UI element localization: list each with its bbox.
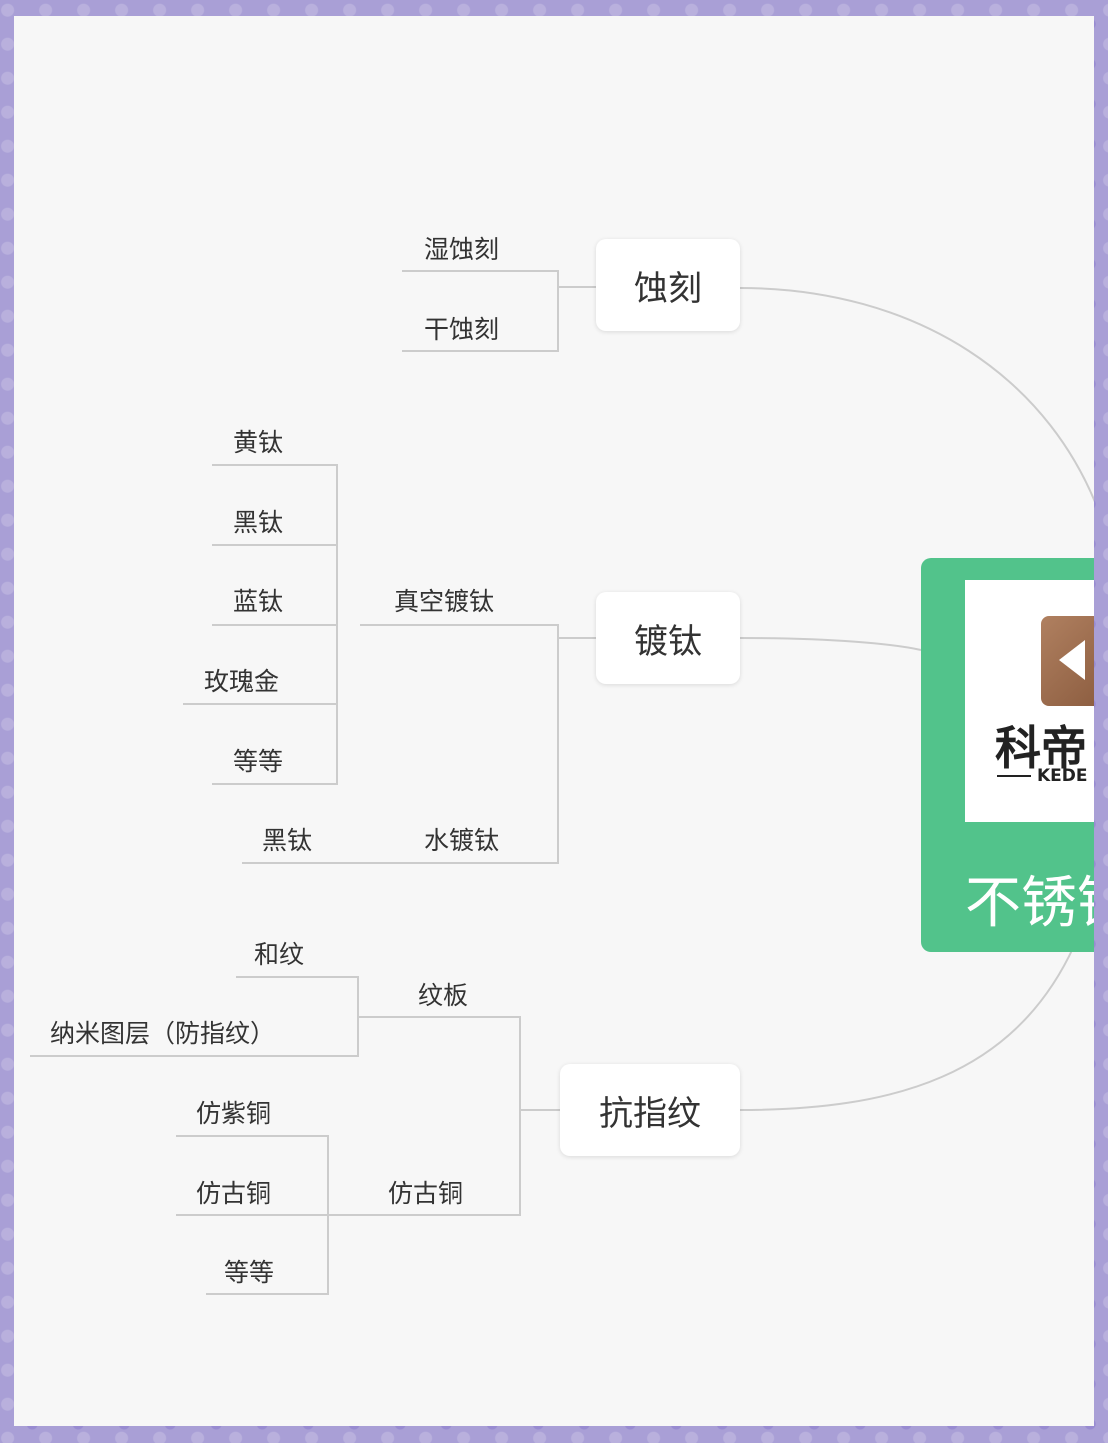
connector-antifinger-children bbox=[328, 1016, 521, 1216]
subbranch-antique-copper[interactable]: 仿古铜 bbox=[388, 1179, 464, 1208]
connector-etching-children bbox=[402, 270, 559, 352]
leaf-blue-titanium[interactable]: 蓝钛 bbox=[233, 587, 284, 616]
leaf-wet-etching[interactable]: 湿蚀刻 bbox=[424, 235, 500, 264]
connector-titanium-children bbox=[242, 624, 559, 864]
branch-node-etching[interactable]: 蚀刻 bbox=[596, 239, 740, 331]
leaf-water-black-titanium[interactable]: 黑钛 bbox=[262, 826, 313, 855]
central-topic-title: 不锈钢 bbox=[965, 871, 1094, 936]
leaf-rose-gold[interactable]: 玫瑰金 bbox=[204, 667, 280, 696]
leaf-dry-etching[interactable]: 干蚀刻 bbox=[424, 315, 500, 344]
branch-label-titanium: 镀钛 bbox=[634, 621, 702, 662]
mindmap-canvas: 蚀刻 镀钛 抗指纹 湿蚀刻 干蚀刻 真空镀钛 水镀钛 黄钛 黑钛 蓝钛 玫瑰金 … bbox=[14, 16, 1094, 1426]
connector-vacuum-children bbox=[183, 464, 338, 785]
connector-pattern-children bbox=[30, 976, 359, 1057]
leaf-nano-coating[interactable]: 纳米图层（防指纹） bbox=[50, 1019, 276, 1048]
connector-center-antifinger bbox=[739, 945, 1075, 1111]
central-topic-card[interactable]: 科帝 KEDE 不锈钢 bbox=[921, 558, 1094, 952]
logo-english-text: KEDE bbox=[997, 766, 1088, 786]
logo-box: 科帝 KEDE bbox=[965, 580, 1094, 822]
leaf-black-titanium[interactable]: 黑钛 bbox=[233, 508, 284, 537]
leaf-imitation-antique-copper[interactable]: 仿古铜 bbox=[196, 1179, 272, 1208]
subbranch-pattern-board[interactable]: 纹板 bbox=[418, 981, 469, 1010]
leaf-imitation-red-copper[interactable]: 仿紫铜 bbox=[196, 1099, 272, 1128]
connector-center-titanium bbox=[739, 637, 922, 651]
connector-center-etching bbox=[739, 287, 1094, 503]
connector-copper-children bbox=[176, 1135, 329, 1295]
connector-lines bbox=[30, 270, 1094, 1295]
leaf-harmony-pattern[interactable]: 和纹 bbox=[254, 940, 305, 969]
branch-label-etching: 蚀刻 bbox=[634, 268, 702, 309]
leaf-vacuum-etc[interactable]: 等等 bbox=[233, 747, 284, 776]
leaf-yellow-titanium[interactable]: 黄钛 bbox=[233, 428, 284, 457]
kede-logo-icon bbox=[1041, 616, 1094, 706]
branch-node-antifinger[interactable]: 抗指纹 bbox=[560, 1064, 740, 1156]
branch-node-titanium[interactable]: 镀钛 bbox=[596, 592, 740, 684]
branch-label-antifinger: 抗指纹 bbox=[599, 1093, 701, 1134]
leaf-copper-etc[interactable]: 等等 bbox=[224, 1258, 275, 1287]
subbranch-vacuum-titanium[interactable]: 真空镀钛 bbox=[394, 587, 495, 616]
subbranch-water-titanium[interactable]: 水镀钛 bbox=[424, 826, 500, 855]
